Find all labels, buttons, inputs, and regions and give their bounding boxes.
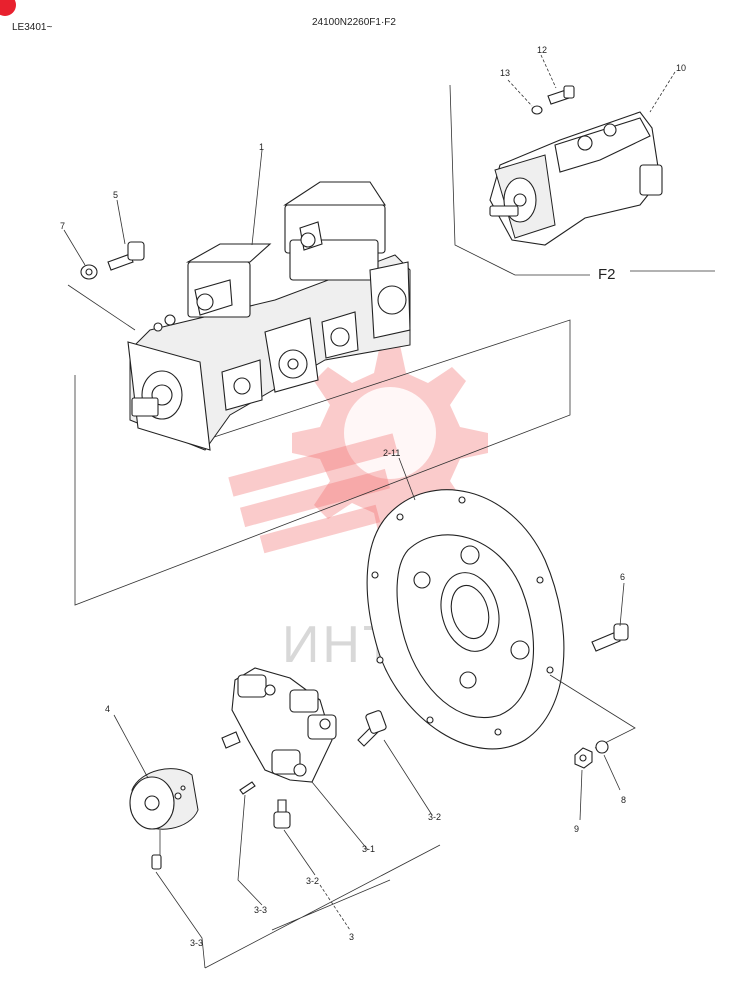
callout-3-3-lower: 3-3 [190,938,203,948]
callout-5: 5 [113,190,118,200]
washer-8 [595,740,621,791]
leader-group-3 [204,844,441,969]
callout-7: 7 [60,221,65,231]
leader-3 [319,884,351,931]
callout-f2: F2 [598,266,616,283]
bolt-3-2-lower [273,799,316,876]
hub-4 [113,714,199,830]
doc-code-center: 24100N2260F1·F2 [312,17,396,28]
leader-flange-hardware [549,674,636,749]
flange-plate-2-11 [366,457,565,750]
bolt-12 [540,54,575,105]
washer-7 [63,229,98,280]
main-pump [127,181,411,451]
doc-code-left: LE3401~ [12,22,53,33]
callout-8: 8 [621,795,626,805]
callout-1: 1 [259,142,264,152]
coupling-3-1 [221,667,337,783]
inset-f2-border [449,84,715,276]
callout-3-1: 3-1 [362,844,375,854]
callout-3: 3 [349,932,354,942]
leader-3-1 [311,781,369,851]
bolt-5 [107,199,145,271]
bolt-3-2-upper [357,710,433,816]
bolt-6 [591,582,629,652]
pilot-pump [489,111,663,246]
callout-3-2-upper: 3-2 [428,812,441,822]
callout-2-11: 2-11 [383,448,400,458]
pin-3-3 [237,781,263,906]
callout-6: 6 [620,572,625,582]
callout-3-3-upper: 3-3 [254,905,267,915]
callout-12: 12 [537,45,547,55]
leader-10 [649,71,676,113]
leader-1 [251,149,263,246]
callout-3-2-lower: 3-2 [306,876,319,886]
callout-9: 9 [574,824,579,834]
nut-9 [574,747,593,821]
corner-badge [0,0,16,16]
callout-4: 4 [105,704,110,714]
washer-13 [507,79,543,115]
connector-bracket [67,284,571,606]
set-screw-3-3 [151,830,206,969]
callout-13: 13 [500,68,510,78]
callout-10: 10 [676,63,686,73]
